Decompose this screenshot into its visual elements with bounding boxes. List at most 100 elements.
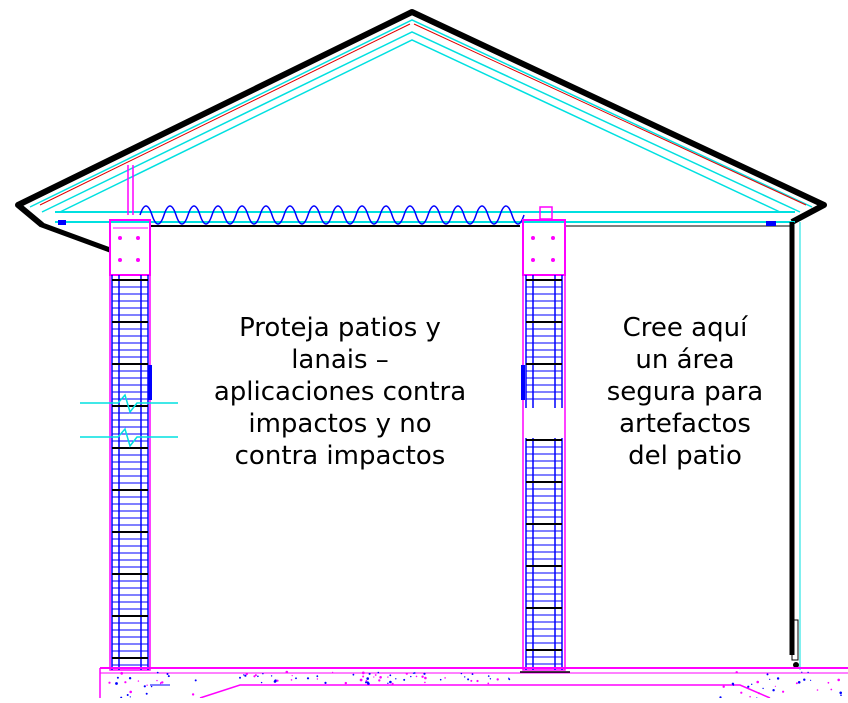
aggregate-dot xyxy=(257,675,259,678)
aggregate-dot xyxy=(191,693,195,696)
aggregate-dot xyxy=(260,681,263,684)
aggregate-dot xyxy=(290,679,293,681)
label-line: un área xyxy=(635,345,735,375)
insulation xyxy=(139,205,525,225)
aggregate-dot xyxy=(365,680,368,682)
aggregate-dot xyxy=(352,673,355,676)
aggregate-dot xyxy=(262,673,264,675)
aggregate-dot xyxy=(758,692,760,695)
aggregate-dot xyxy=(128,677,132,680)
aggregate-dot xyxy=(344,681,347,685)
aggregate-dot xyxy=(496,678,499,681)
aggregate-dot xyxy=(332,671,334,673)
aggregate-dot xyxy=(740,691,743,694)
aggregate-dot xyxy=(244,674,247,677)
aggregate-dot xyxy=(245,672,248,676)
aggregate-dot xyxy=(159,682,162,685)
floor-slab xyxy=(99,667,848,699)
aggregate-dot xyxy=(239,676,241,679)
aggregate-dot xyxy=(460,672,463,675)
aggregate-dot xyxy=(839,691,842,695)
aggregate-dot xyxy=(749,695,751,698)
label-line: segura para xyxy=(606,377,764,407)
aggregate-dot xyxy=(377,671,380,674)
aggregate-dot xyxy=(194,679,197,682)
aggregate-dot xyxy=(801,671,803,673)
aggregate-dot xyxy=(368,672,371,675)
label-line: Cree aquí xyxy=(622,313,748,343)
aggregate-dot xyxy=(807,671,809,674)
aggregate-dot xyxy=(444,677,446,679)
aggregate-dot xyxy=(145,692,148,695)
aggregate-dot xyxy=(464,676,466,678)
aggregate-dot xyxy=(156,679,158,682)
aggregate-dot xyxy=(403,678,406,681)
aggregate-dot xyxy=(405,672,408,675)
aggregate-dot xyxy=(274,679,277,682)
aggregate-dot xyxy=(379,676,382,679)
roof-rafters xyxy=(29,19,813,213)
aggregate-dot xyxy=(270,675,273,677)
label-line: del patio xyxy=(628,441,742,471)
aggregate-dot xyxy=(365,681,367,684)
aggregate-dot xyxy=(143,685,146,688)
aggregate-dot xyxy=(830,688,833,691)
aggregate-dot xyxy=(295,677,297,680)
aggregate-dot xyxy=(316,678,319,680)
aggregate-dot xyxy=(395,678,397,680)
aggregate-dot xyxy=(769,678,771,681)
aggregate-dot xyxy=(156,671,159,674)
concrete-aggregate xyxy=(108,670,842,699)
aggregate-dot xyxy=(731,682,735,685)
aggregate-dot xyxy=(146,684,148,686)
aggregate-dot xyxy=(124,681,127,684)
label-line: impactos y no xyxy=(248,409,432,439)
aggregate-dot xyxy=(387,676,389,678)
left-break-lines xyxy=(80,393,178,448)
label-line: lanais – xyxy=(291,345,389,375)
aggregate-dot xyxy=(129,690,132,694)
aggregate-dot xyxy=(316,675,319,678)
ceiling xyxy=(55,211,795,227)
aggregate-dot xyxy=(120,671,124,675)
aggregate-dot xyxy=(366,677,370,680)
aggregate-dot xyxy=(373,676,375,678)
aggregate-dot xyxy=(359,678,363,682)
aggregate-dot xyxy=(324,681,327,685)
aggregate-dot xyxy=(772,689,775,692)
aggregate-dot xyxy=(470,679,473,682)
aggregate-dot xyxy=(361,671,365,675)
aggregate-dot xyxy=(276,679,279,682)
aggregate-dot xyxy=(166,673,169,675)
aggregate-dot xyxy=(115,682,118,685)
roof-outline xyxy=(15,9,827,253)
aggregate-dot xyxy=(751,683,753,685)
aggregate-dot xyxy=(487,675,490,677)
aggregate-dot xyxy=(150,685,153,688)
aggregate-dot xyxy=(423,672,426,675)
aggregate-dot xyxy=(774,685,777,687)
aggregate-dot xyxy=(391,682,394,686)
label-line: artefactos xyxy=(619,409,751,439)
aggregate-dot xyxy=(782,690,785,693)
aggregate-dot xyxy=(285,670,289,674)
aggregate-dot xyxy=(489,678,492,680)
safe-area-label: Cree aquí un área segura para artefactos… xyxy=(585,312,785,472)
aggregate-dot xyxy=(766,673,769,676)
aggregate-dot xyxy=(797,681,801,684)
aggregate-dot xyxy=(243,674,245,676)
aggregate-dot xyxy=(387,682,389,684)
aggregate-dot xyxy=(116,676,119,679)
aggregate-dot xyxy=(803,678,806,681)
aggregate-dot xyxy=(378,679,381,682)
aggregate-dot xyxy=(722,685,725,688)
right-wall xyxy=(789,222,801,670)
aggregate-dot xyxy=(467,678,470,681)
left-post-rod xyxy=(127,165,134,215)
aggregate-dot xyxy=(367,682,370,685)
aggregate-dot xyxy=(776,677,780,680)
middle-column xyxy=(521,206,566,671)
aggregate-dot xyxy=(424,676,427,680)
aggregate-dot xyxy=(508,678,511,681)
